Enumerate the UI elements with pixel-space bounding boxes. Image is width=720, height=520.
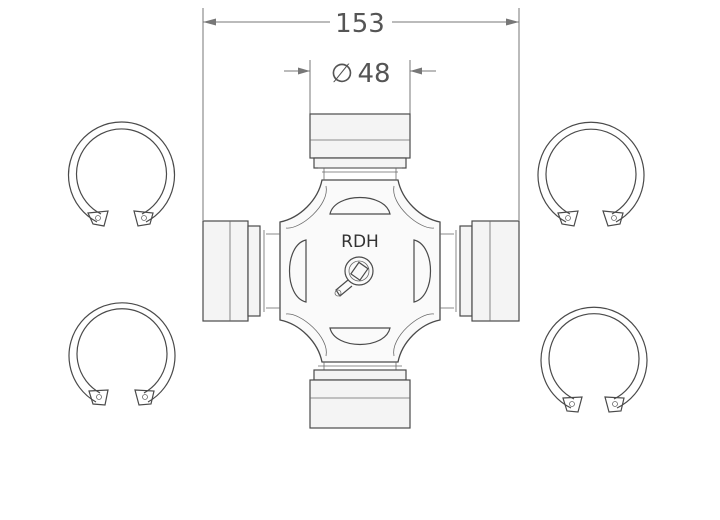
cap-diameter-dimension: ∅ 48 [284, 59, 436, 114]
bearing-cap-top [309, 113, 411, 173]
circlip-top-right [537, 121, 645, 227]
brand-mark: RDH [341, 232, 379, 252]
diameter-symbol: ∅ [331, 59, 354, 89]
bearing-cap-left [202, 220, 265, 322]
overall-width-dimension: 153 [202, 8, 520, 220]
bearing-cap-bottom [309, 365, 411, 429]
circlip-bottom-left [68, 302, 176, 406]
circlip-bottom-right [540, 306, 648, 413]
bearing-cap-right [455, 220, 520, 322]
cap-diameter-value: 48 [357, 59, 390, 89]
overall-width-value: 153 [335, 9, 385, 39]
circlip-top-left [67, 121, 176, 227]
cross-body: RDH [266, 166, 454, 376]
grease-nipple [334, 256, 374, 297]
